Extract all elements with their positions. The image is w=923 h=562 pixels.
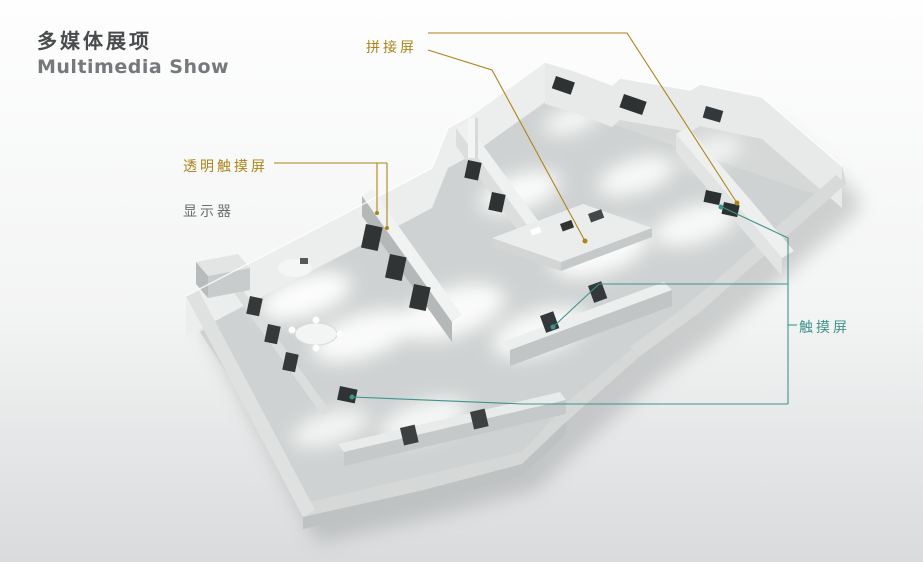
touch-screen-kiosk [588, 281, 608, 303]
corridor-wall [338, 392, 566, 466]
label-transparent-touch-screen: 透明触摸屏 [183, 159, 268, 175]
southeast-wall [630, 175, 846, 356]
west-wall [186, 289, 315, 517]
touch-screen-leader-lines [349, 204, 797, 405]
transparent-screen-unit [361, 224, 383, 252]
transparent-touch-leader-lines [274, 162, 389, 230]
right-rooms-wall [676, 127, 794, 276]
leader-endpoint-dot [385, 226, 389, 230]
northeast-wall [545, 62, 842, 208]
monitor-unit [464, 160, 482, 181]
exterior-block [196, 254, 250, 298]
central-table [492, 204, 652, 271]
page-title-en: Multimedia Show [37, 56, 230, 78]
label-display-monitor: 显示器 [183, 204, 234, 220]
doorway [400, 424, 419, 446]
south-wall-band [303, 422, 566, 529]
leader-endpoint-dot [582, 238, 588, 244]
transparent-screen-unit [409, 284, 431, 312]
far-wall-screens [551, 76, 724, 123]
left-annex [232, 258, 344, 415]
mid-lower-wall [502, 281, 672, 366]
leader-endpoint-dot [375, 211, 379, 215]
label-splice-screen: 拼接屏 [366, 40, 417, 56]
round-table [294, 322, 338, 346]
leader-endpoint-dot [550, 324, 556, 330]
building-mass [185, 61, 846, 529]
leader-endpoint-dot [718, 204, 724, 210]
pillar [468, 118, 478, 158]
northwest-wall [186, 62, 545, 336]
leader-endpoint-dot [349, 394, 355, 400]
wall-screen [703, 190, 722, 206]
wall-top-highlights [185, 61, 843, 297]
title-block: 多媒体展项 Multimedia Show [37, 28, 229, 81]
monitor-unit [488, 192, 506, 213]
transparent-screen-unit [385, 254, 407, 282]
doorway [470, 408, 489, 430]
label-touch-screen: 触摸屏 [799, 320, 850, 336]
page-title-zh: 多媒体展项 [37, 29, 152, 53]
leader-endpoint-dot [734, 200, 740, 206]
splice-screen-leader-lines [427, 32, 740, 244]
